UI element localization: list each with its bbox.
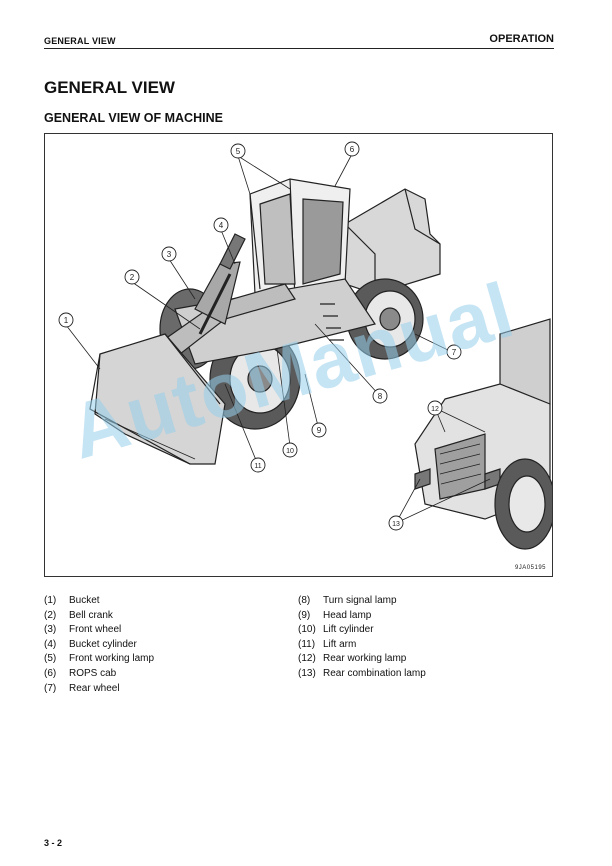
- legend-number: (2): [44, 609, 57, 621]
- legend-item: (6) ROPS cab: [44, 667, 154, 682]
- legend-number: (10): [298, 624, 316, 636]
- callout-8: 8: [378, 392, 383, 401]
- legend-item: (1) Bucket: [44, 594, 154, 609]
- legend-label: Bell crank: [69, 609, 113, 621]
- legend-number: (11): [298, 638, 316, 650]
- legend-label: Front wheel: [69, 624, 122, 636]
- header-chapter-title: OPERATION: [489, 33, 554, 45]
- callout-6: 6: [350, 145, 355, 154]
- callout-12: 12: [431, 406, 439, 413]
- legend-left: (1) Bucket (2) Bell crank (3) Front wheel (…: [44, 594, 154, 696]
- page-number: 3 - 2: [44, 838, 63, 848]
- legend-item: (7) Rear wheel: [44, 682, 154, 697]
- legend-label: Rear combination lamp: [323, 667, 426, 679]
- callout-9: 9: [317, 426, 322, 435]
- callout-2: 2: [130, 273, 135, 282]
- legend-item: (13) Rear combination lamp: [298, 667, 426, 682]
- machine-figure: 1 2 3 4 5 6 7 8 9 10 11 12 13 9JA05195: [44, 133, 553, 577]
- legend-number: (3): [44, 624, 57, 636]
- legend-label: Lift cylinder: [323, 624, 374, 636]
- legend-item: (2) Bell crank: [44, 609, 154, 624]
- legend-label: Rear wheel: [69, 682, 120, 694]
- callout-4: 4: [219, 221, 224, 230]
- legend-item: (3) Front wheel: [44, 623, 154, 638]
- legend-number: (12): [298, 653, 316, 665]
- legend-item: (12) Rear working lamp: [298, 652, 426, 667]
- legend-label: ROPS cab: [69, 667, 117, 679]
- legend-label: Lift arm: [323, 638, 357, 650]
- legend-label: Front working lamp: [69, 653, 155, 665]
- legend-label: Bucket: [69, 595, 100, 606]
- header-section-title: GENERAL VIEW: [44, 36, 116, 46]
- legend-number: (7): [44, 682, 57, 694]
- callout-5: 5: [236, 147, 241, 156]
- legend-number: (4): [44, 638, 57, 650]
- legend-item: (8) Turn signal lamp: [298, 594, 426, 609]
- callout-11: 11: [254, 463, 261, 470]
- legend-label: Turn signal lamp: [323, 595, 397, 606]
- wheel-loader-illustration: 1 2 3 4 5 6 7 8 9 10 11 12 13: [58, 141, 552, 550]
- callout-3: 3: [167, 250, 172, 259]
- header-rule: [44, 48, 554, 49]
- legend-right: (8) Turn signal lamp (9) Head lamp (10) Lif…: [298, 594, 426, 682]
- callout-7: 7: [452, 348, 457, 357]
- section-subtitle: GENERAL VIEW OF MACHINE: [44, 111, 223, 125]
- legend-item: (9) Head lamp: [298, 609, 426, 624]
- callout-13: 13: [392, 521, 400, 528]
- legend-item: (4) Bucket cylinder: [44, 638, 154, 653]
- legend-number: (13): [298, 667, 316, 679]
- page-title: GENERAL VIEW: [44, 78, 175, 97]
- legend-label: Head lamp: [323, 609, 372, 621]
- legend-number: (6): [44, 667, 57, 679]
- legend-item: (10) Lift cylinder: [298, 623, 426, 638]
- callout-10: 10: [286, 448, 294, 455]
- legend-number: (8): [298, 595, 311, 606]
- callout-1: 1: [64, 316, 69, 325]
- legend-label: Bucket cylinder: [69, 638, 137, 650]
- legend-number: (9): [298, 609, 311, 621]
- legend-number: (1): [44, 595, 57, 606]
- legend-label: Rear working lamp: [323, 653, 407, 665]
- figure-code: 9JA05195: [514, 565, 546, 571]
- legend-item: (11) Lift arm: [298, 638, 426, 653]
- legend-item: (5) Front working lamp: [44, 652, 154, 667]
- legend-number: (5): [44, 653, 57, 665]
